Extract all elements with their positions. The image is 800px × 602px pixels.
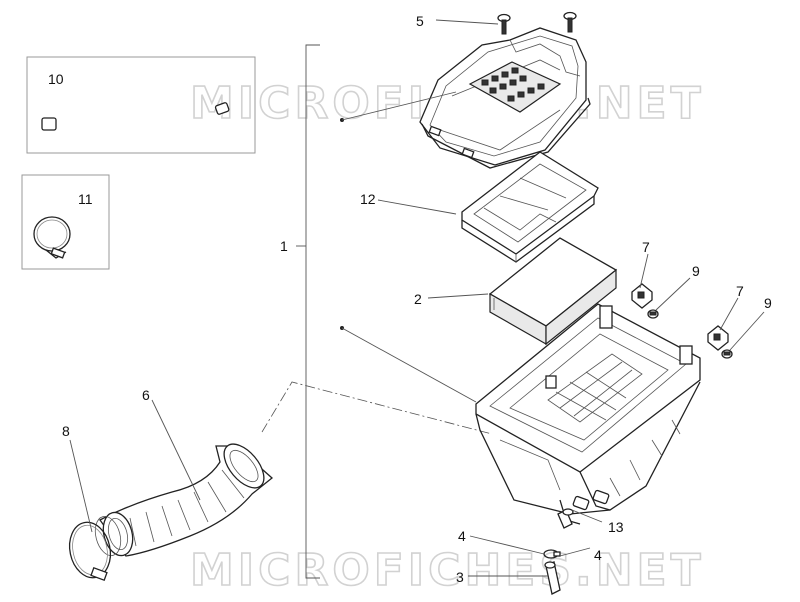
label-part-4-right: 4 xyxy=(594,547,602,563)
part-10-vent-tube xyxy=(26,56,256,154)
label-part-6: 6 xyxy=(142,387,150,403)
part-2-filter-element xyxy=(488,237,618,346)
label-part-3: 3 xyxy=(456,569,464,585)
label-part-9-left: 9 xyxy=(692,263,700,279)
label-part-7-left: 7 xyxy=(642,239,650,255)
part-3-drain-tube xyxy=(544,561,561,595)
label-part-9-right: 9 xyxy=(764,295,772,311)
watermark-bottom: MICROFICHES.NET xyxy=(190,545,705,596)
part-7-clip-right xyxy=(707,325,729,351)
part-11-clamp xyxy=(21,174,110,270)
label-part-1: 1 xyxy=(280,238,288,254)
label-part-5: 5 xyxy=(416,13,424,29)
label-part-8: 8 xyxy=(62,423,70,439)
label-part-2: 2 xyxy=(414,291,422,307)
label-part-13: 13 xyxy=(608,519,624,535)
part-9-screw-right xyxy=(721,349,733,359)
part-8-hose-clamp xyxy=(68,521,112,581)
connection-line xyxy=(261,381,493,435)
leader-lines xyxy=(69,19,765,577)
airbox-cover xyxy=(419,27,591,169)
part-13-drain-plug xyxy=(557,508,574,529)
airbox-body xyxy=(475,303,701,525)
cover-label-plate xyxy=(468,61,562,113)
label-part-12: 12 xyxy=(360,191,376,207)
assembly-bracket xyxy=(296,44,320,579)
part-9-screw-left xyxy=(647,309,659,319)
label-part-7-right: 7 xyxy=(736,283,744,299)
label-part-10: 10 xyxy=(48,71,64,87)
label-part-11: 11 xyxy=(78,191,93,207)
part-7-clip-left xyxy=(631,283,653,309)
part-5-screws xyxy=(497,11,577,35)
part-12-filter-frame xyxy=(461,151,599,263)
part-6-intake-hose xyxy=(94,443,274,557)
label-part-4-left: 4 xyxy=(458,528,466,544)
